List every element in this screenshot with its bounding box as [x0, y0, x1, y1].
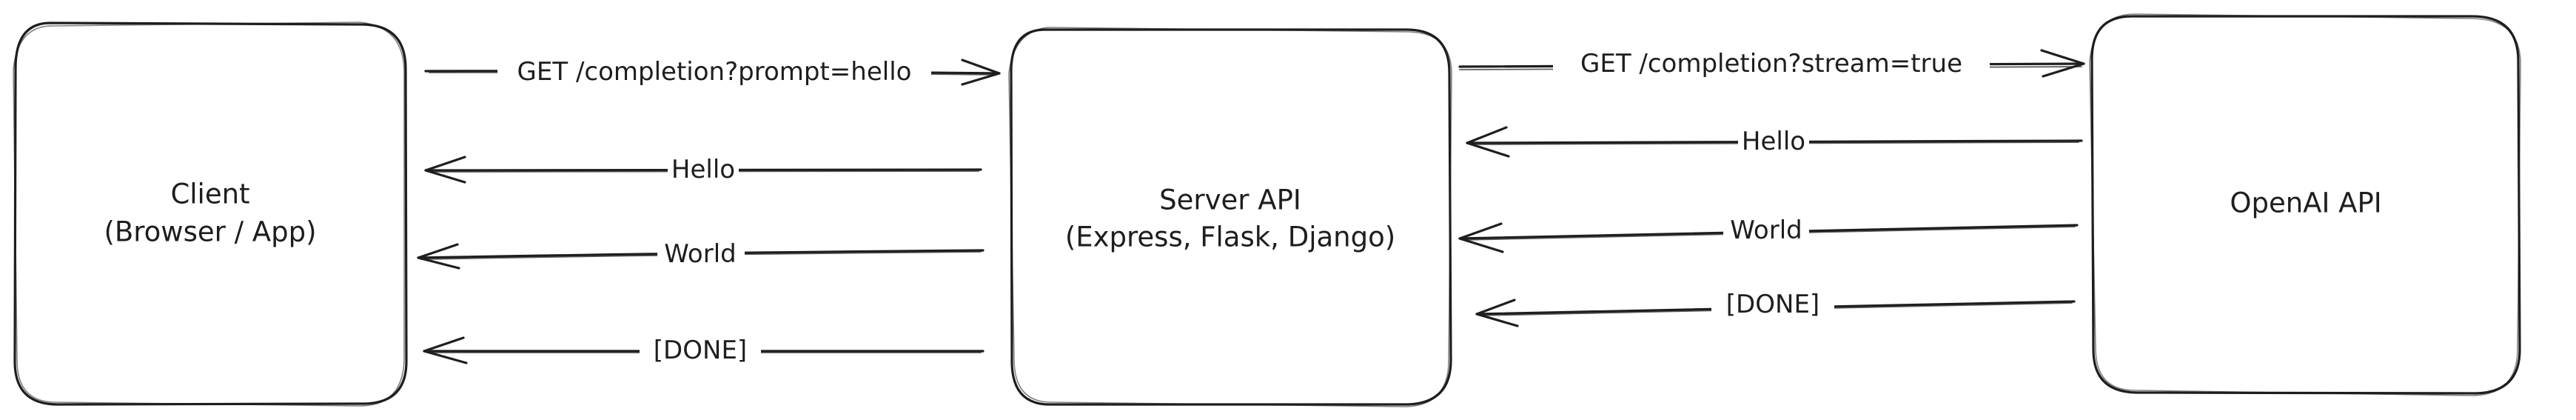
arrow-client-to-server: GET /completion?prompt=hello — [424, 53, 1001, 90]
client-to-server-label: GET /completion?prompt=hello — [517, 57, 912, 87]
server-to-client-world-label: World — [664, 239, 736, 269]
arrow-openai-to-server-world: World — [1458, 213, 2079, 253]
server-to-openai-label: GET /completion?stream=true — [1580, 49, 1962, 79]
openai-to-server-hello-label: Hello — [1742, 127, 1805, 156]
openai-node: OpenAI API — [2089, 13, 2521, 396]
client-title: Client — [170, 179, 249, 210]
arrow-server-to-client-world: World — [417, 237, 985, 271]
arrow-server-to-client-hello: Hello — [424, 153, 982, 187]
client-subtitle: (Browser / App) — [104, 216, 316, 248]
server-title: Server API — [1159, 184, 1301, 216]
server-subtitle: (Express, Flask, Django) — [1065, 221, 1395, 253]
openai-to-server-world-label: World — [1730, 216, 1802, 245]
arrow-server-to-client-done: [DONE] — [423, 334, 985, 368]
server-to-client-done-label: [DONE] — [654, 336, 747, 365]
server-node: Server API (Express, Flask, Django) — [1008, 27, 1452, 407]
arrow-openai-to-server-hello: Hello — [1466, 125, 2083, 159]
openai-to-server-done-label: [DONE] — [1726, 290, 1819, 319]
openai-title: OpenAI API — [2230, 187, 2381, 219]
arrow-server-to-openai: GET /completion?stream=true — [1458, 47, 2085, 84]
server-to-client-hello-label: Hello — [671, 155, 735, 184]
client-node: Client (Browser / App) — [13, 21, 408, 407]
arrow-openai-to-server-done: [DONE] — [1475, 288, 2076, 327]
